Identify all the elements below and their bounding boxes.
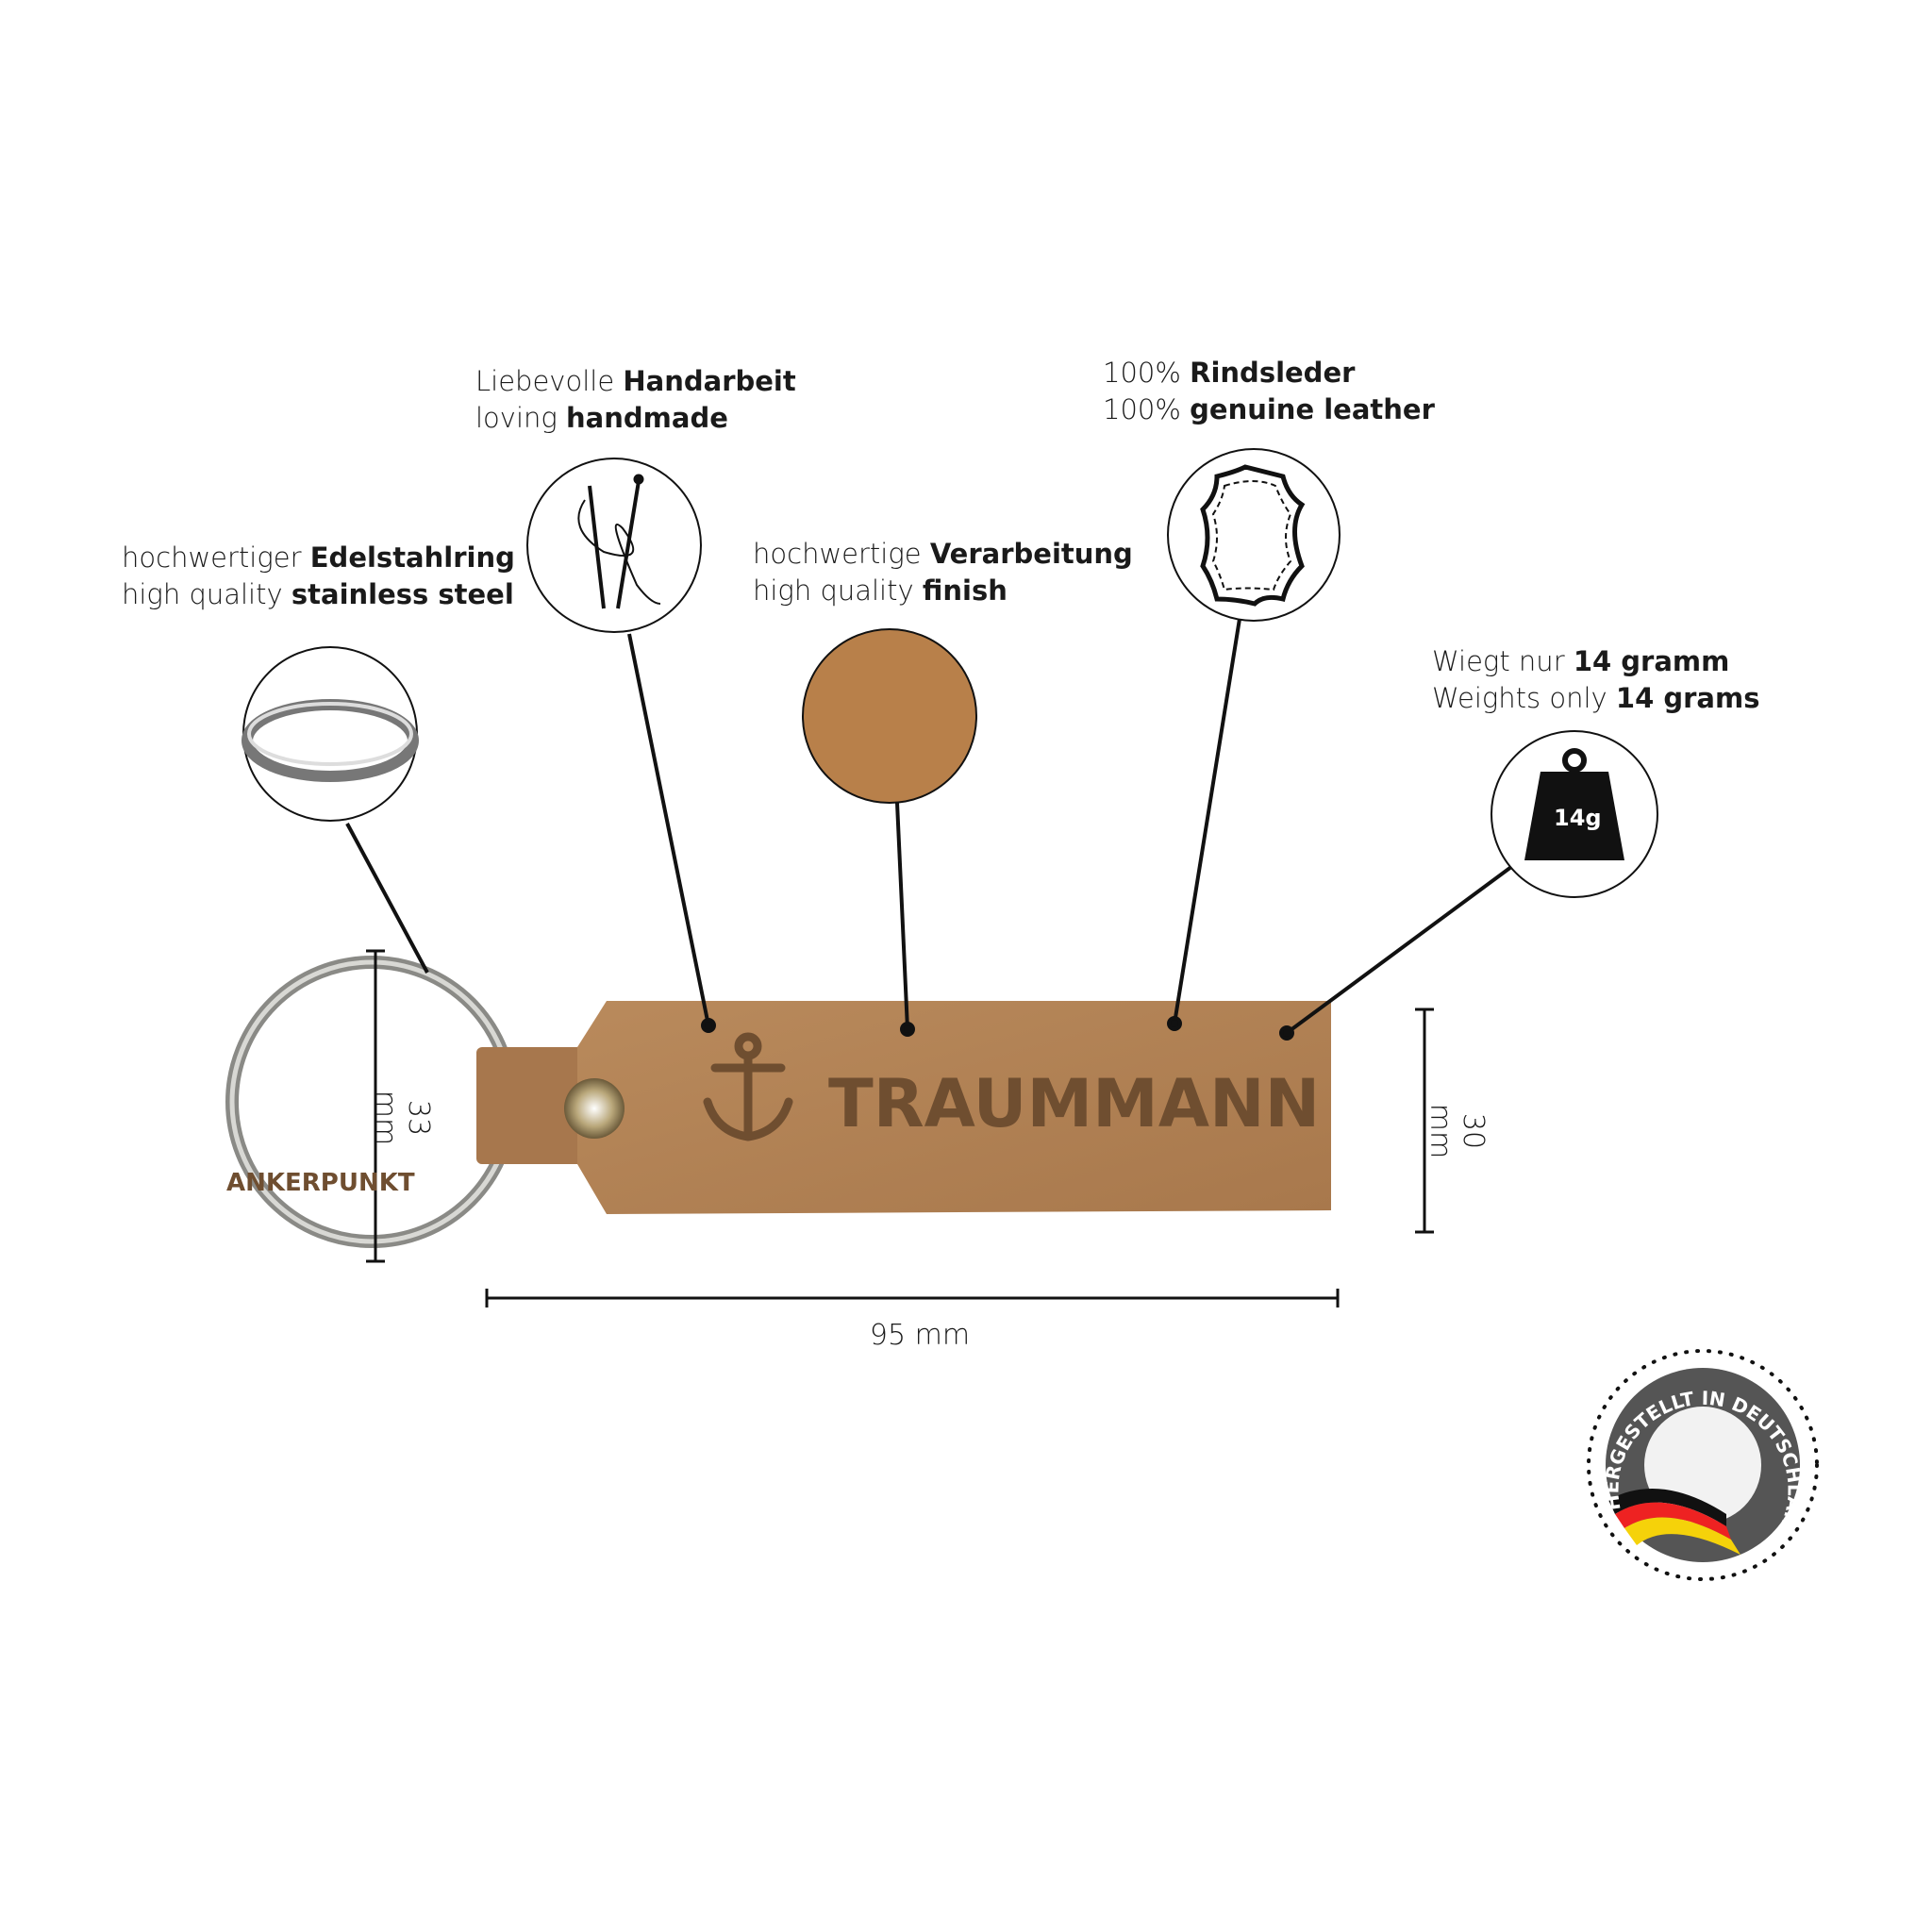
feature-text: high quality (753, 575, 923, 607)
feature-text: Wiegt nur (1432, 645, 1574, 677)
feature-bold: handmade (566, 402, 728, 434)
leather-keychain (476, 1001, 1331, 1214)
feature-bold: Handarbeit (623, 365, 796, 397)
feature-bold: 14 grams (1615, 682, 1760, 714)
weight-icon-label: 14g (1554, 805, 1602, 831)
leather-hide-icon (1167, 448, 1341, 622)
feature-bold: genuine leather (1190, 393, 1435, 425)
leather-texture-icon (802, 628, 977, 804)
feature-handmade: Liebevolle Handarbeit loving handmade (475, 363, 796, 437)
leader-lines (345, 618, 1513, 1041)
dimension-lines (366, 949, 1434, 1307)
height-label: 30 mm (1424, 1103, 1490, 1159)
weight-icon (1491, 730, 1658, 898)
length-label: 95 mm (869, 1319, 971, 1352)
feature-bold: 14 gramm (1573, 645, 1730, 677)
rivet (564, 1078, 625, 1139)
sub-brand-embossed: ANKERPUNKT (226, 1169, 415, 1197)
feature-leather: 100% Rindsleder 100% genuine leather (1103, 355, 1435, 428)
feature-bold: stainless steel (291, 578, 514, 610)
made-in-germany-badge (1587, 1349, 1819, 1581)
feature-text: 100% (1103, 393, 1191, 425)
brand-embossed: TRAUMMANN (828, 1065, 1321, 1142)
feature-text: 100% (1103, 357, 1191, 389)
feature-bold: finish (922, 575, 1008, 607)
anchor-icon (703, 1032, 793, 1141)
feature-text: Weights only (1432, 682, 1616, 714)
feature-bold: Verarbeitung (929, 538, 1133, 570)
feature-bold: Edelstahlring (309, 541, 515, 574)
feature-text: hochwertiger (122, 541, 310, 574)
feature-text: hochwertige (753, 538, 930, 570)
key-ring-icon (242, 646, 419, 822)
needle-thread-icon (526, 458, 702, 633)
feature-bold: Rindsleder (1190, 357, 1356, 389)
feature-weight: Wiegt nur 14 gramm Weights only 14 grams (1432, 643, 1759, 717)
feature-text: loving (475, 402, 567, 434)
feature-steel: hochwertiger Edelstahlring high quality … (122, 540, 515, 613)
ring-diameter-label: 33 mm (369, 1090, 435, 1146)
feature-finish: hochwertige Verarbeitung high quality fi… (753, 536, 1133, 609)
feature-text: high quality (122, 578, 291, 610)
feature-text: Liebevolle (475, 365, 624, 397)
